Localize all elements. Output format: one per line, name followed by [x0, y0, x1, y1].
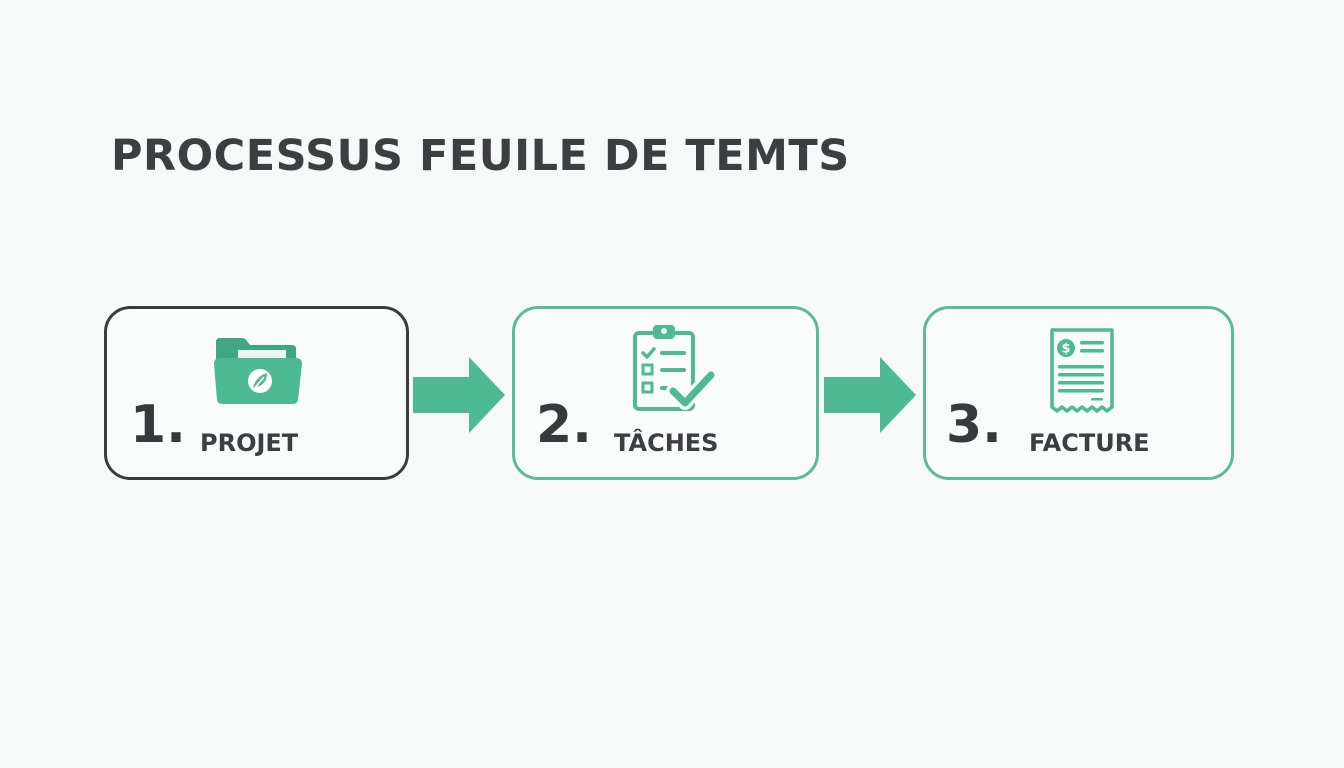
step-label: FACTURE — [1029, 429, 1150, 457]
invoice-receipt-icon: $ — [1050, 328, 1114, 413]
svg-text:$: $ — [1061, 342, 1070, 357]
step-number: 2. — [536, 395, 592, 455]
clipboard-checklist-icon — [633, 325, 715, 411]
step-label: PROJET — [200, 429, 299, 457]
step-label: TÂCHES — [614, 429, 719, 457]
diagram-title: PROCESSUS FEUILE DE TEMTS — [111, 131, 850, 181]
step-facture: $ 3. FACTURE — [923, 306, 1234, 480]
step-projet: 1. PROJET — [104, 306, 409, 480]
arrow-right-icon — [824, 357, 916, 433]
step-taches: 2. TÂCHES — [512, 306, 819, 480]
arrow-right-icon — [413, 357, 505, 433]
folder-leaf-icon — [214, 338, 302, 404]
step-number: 1. — [130, 395, 186, 455]
step-number: 3. — [946, 395, 1002, 455]
